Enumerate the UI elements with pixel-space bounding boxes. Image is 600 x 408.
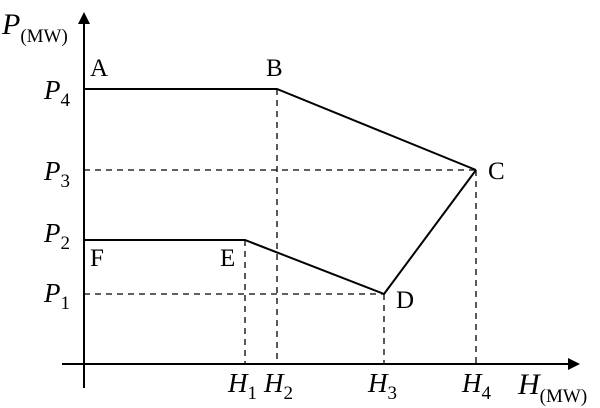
upper-boundary-abc [84, 88, 477, 171]
y-tick-p4: P4 [43, 75, 71, 111]
y-tick-p1: P1 [43, 278, 70, 314]
x-tick-h4: H4 [461, 368, 492, 404]
x-tick-h3: H3 [367, 368, 397, 404]
y-tick-p2: P2 [43, 218, 70, 254]
point-label-a: A [90, 55, 108, 82]
point-label-e: E [220, 245, 235, 272]
x-axis-label: H(MW) [517, 368, 587, 407]
lower-boundary-fedc [84, 169, 477, 296]
y-tick-p3: P3 [43, 156, 70, 192]
point-label-d: D [396, 287, 414, 314]
y-axis-label: P(MW) [1, 8, 68, 47]
point-label-c: C [488, 158, 505, 185]
x-tick-h1: H1 [227, 368, 257, 404]
point-label-f: F [90, 245, 104, 272]
x-tick-h2: H2 [263, 368, 293, 404]
point-label-b: B [266, 55, 283, 82]
